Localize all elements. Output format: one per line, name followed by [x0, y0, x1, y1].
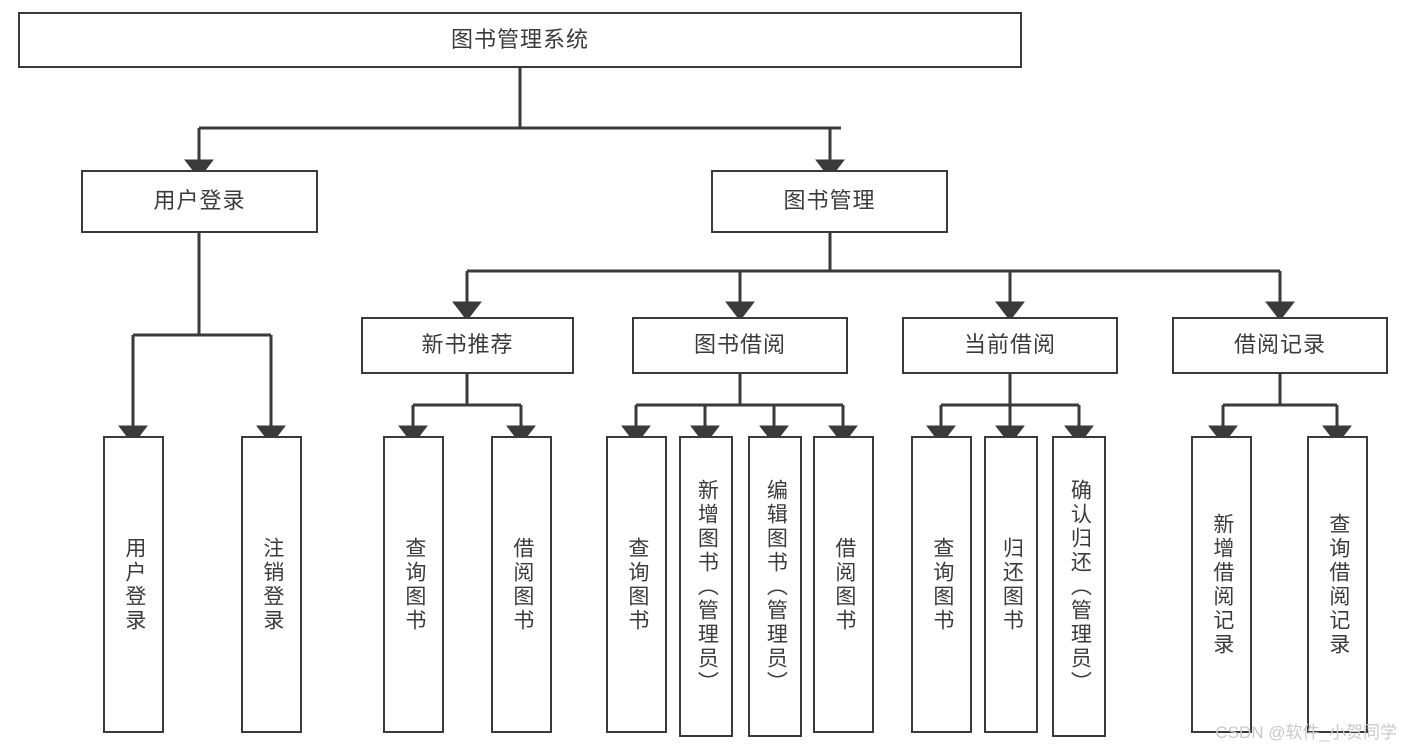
node-root-label: 图书管理系统: [450, 26, 589, 52]
node-current-borrow[interactable]: 当前借阅: [902, 317, 1118, 374]
leaf-query-book-borrow-label: 查询图书: [625, 536, 649, 633]
leaf-edit-book-admin[interactable]: 编辑图书（管理员）: [748, 436, 802, 737]
leaf-logout-label: 注销登录: [260, 536, 284, 633]
node-user-login[interactable]: 用户登录: [81, 170, 318, 233]
leaf-logout[interactable]: 注销登录: [241, 436, 302, 733]
leaf-query-book-recommend[interactable]: 查询图书: [383, 436, 444, 733]
node-current-borrow-label: 当前借阅: [963, 332, 1056, 358]
leaf-user-login[interactable]: 用户登录: [103, 436, 164, 733]
leaf-confirm-return-admin-label: 确认归还（管理员）: [1068, 478, 1092, 695]
leaf-add-book-admin[interactable]: 新增图书（管理员）: [679, 436, 733, 737]
leaf-add-borrow-record[interactable]: 新增借阅记录: [1191, 436, 1252, 733]
leaf-return-book-label: 归还图书: [1000, 536, 1024, 633]
leaf-borrow-book-recommend[interactable]: 借阅图书: [491, 436, 552, 733]
node-book-borrow[interactable]: 图书借阅: [632, 317, 848, 374]
node-book-management[interactable]: 图书管理: [711, 170, 948, 233]
leaf-borrow-book-recommend-label: 借阅图书: [510, 536, 534, 633]
leaf-borrow-book-label: 借阅图书: [832, 536, 856, 633]
node-new-book-recommend-label: 新书推荐: [421, 332, 514, 358]
leaf-edit-book-admin-label: 编辑图书（管理员）: [764, 478, 788, 695]
node-root[interactable]: 图书管理系统: [18, 12, 1022, 68]
leaf-return-book[interactable]: 归还图书: [984, 436, 1038, 733]
watermark: CSDN @软件_小贺同学: [1215, 723, 1397, 742]
leaf-query-borrow-record[interactable]: 查询借阅记录: [1307, 436, 1368, 733]
node-borrow-record[interactable]: 借阅记录: [1172, 317, 1388, 374]
leaf-query-book-current[interactable]: 查询图书: [911, 436, 972, 733]
node-book-management-label: 图书管理: [783, 188, 876, 214]
leaf-user-login-label: 用户登录: [122, 536, 146, 633]
leaf-add-borrow-record-label: 新增借阅记录: [1210, 512, 1234, 657]
leaf-add-book-admin-label: 新增图书（管理员）: [695, 478, 719, 695]
node-new-book-recommend[interactable]: 新书推荐: [361, 317, 574, 374]
leaf-query-book-current-label: 查询图书: [930, 536, 954, 633]
node-user-login-label: 用户登录: [153, 188, 246, 214]
leaf-query-borrow-record-label: 查询借阅记录: [1326, 512, 1350, 657]
leaf-confirm-return-admin[interactable]: 确认归还（管理员）: [1052, 436, 1106, 737]
node-borrow-record-label: 借阅记录: [1233, 332, 1326, 358]
leaf-query-book-recommend-label: 查询图书: [402, 536, 426, 633]
node-book-borrow-label: 图书借阅: [693, 332, 786, 358]
leaf-query-book-borrow[interactable]: 查询图书: [606, 436, 667, 733]
leaf-borrow-book[interactable]: 借阅图书: [813, 436, 874, 733]
